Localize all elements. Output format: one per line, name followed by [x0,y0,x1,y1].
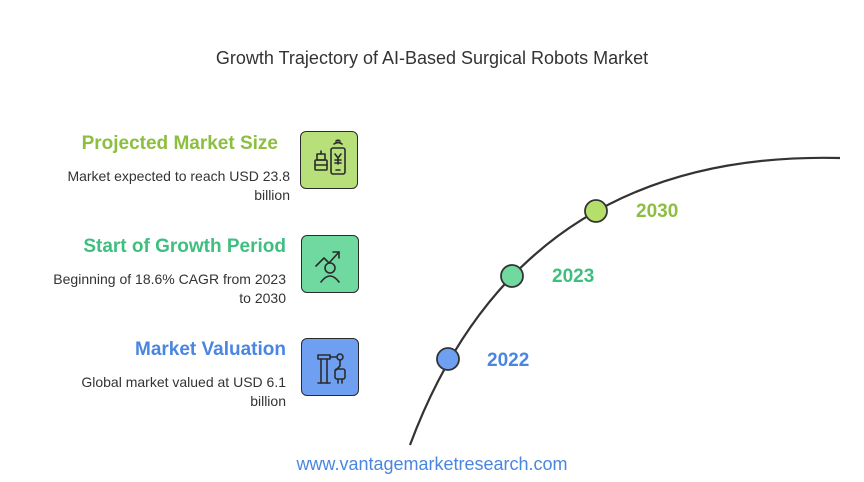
surgical-robot-icon [301,338,359,396]
item-title: Projected Market Size [81,133,278,154]
year-label-2022: 2022 [487,350,530,371]
item-description: Market expected to reach USD 23.8 billio… [67,168,290,203]
growth-chart-person-icon [301,235,359,293]
item-title: Market Valuation [135,339,286,360]
footer-link[interactable]: www.vantagemarketresearch.com [296,454,568,474]
mobile-payment-icon [300,131,358,189]
item-title: Start of Growth Period [83,236,286,257]
timeline-point-2023 [500,264,524,288]
item-description: Beginning of 18.6% CAGR from 2023 to 203… [53,271,286,306]
year-label-2030: 2030 [636,201,679,222]
timeline-point-2022 [436,347,460,371]
timeline-arc [408,156,841,446]
timeline-point-2030 [584,199,608,223]
item-description: Global market valued at USD 6.1 billion [81,374,286,409]
page-title: Growth Trajectory of AI-Based Surgical R… [215,48,649,68]
year-label-2023: 2023 [552,266,595,287]
